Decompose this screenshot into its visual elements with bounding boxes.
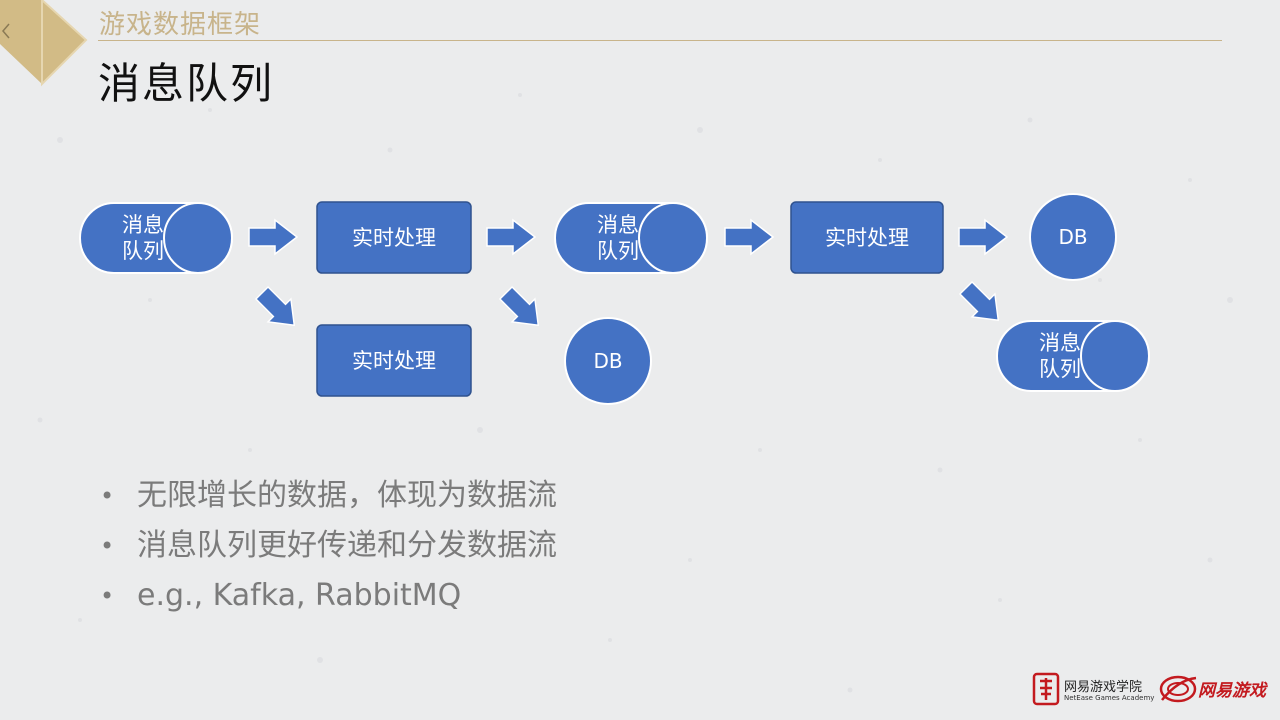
realtime-process-label-3: 实时处理 xyxy=(825,225,909,250)
realtime-process-label-1: 实时处理 xyxy=(352,225,436,250)
db-label-1: DB xyxy=(1058,225,1088,249)
message-queue-label-3: 消息 队列 xyxy=(1039,331,1081,381)
realtime-process-label-2: 实时处理 xyxy=(352,348,436,373)
db-label-2: DB xyxy=(593,349,623,373)
footer-logos: 网易游戏学院 NetEase Games Academy 网易游戏 xyxy=(1030,670,1270,710)
realtime-process-node-1 xyxy=(316,201,472,274)
db-node-1 xyxy=(1029,193,1117,281)
arrow-right-icon xyxy=(486,219,536,255)
arrow-down-right-icon xyxy=(249,280,307,338)
message-queue-label-2: 消息 队列 xyxy=(597,213,639,263)
message-queue-node-1 xyxy=(79,202,233,274)
header-divider xyxy=(98,40,1222,41)
bullet-item: e.g., Kafka, RabbitMQ xyxy=(100,574,557,624)
arrow-down-right-icon xyxy=(493,280,551,338)
academy-seal-icon xyxy=(1032,672,1060,706)
brand-name-cn: 网易游戏 xyxy=(1198,681,1266,701)
message-queue-label-1: 消息 队列 xyxy=(122,213,164,263)
realtime-process-node-3 xyxy=(790,201,944,274)
db-node-2 xyxy=(564,317,652,405)
bullet-item: 消息队列更好传递和分发数据流 xyxy=(100,524,557,574)
message-queue-node-3 xyxy=(996,320,1150,392)
netease-games-logo-icon xyxy=(1159,675,1197,703)
arrow-down-right-icon xyxy=(953,275,1011,333)
arrow-right-icon xyxy=(958,219,1008,255)
academy-name-en: NetEase Games Academy xyxy=(1064,694,1155,702)
section-title: 游戏数据框架 xyxy=(99,10,262,40)
page-title: 消息队列 xyxy=(98,59,275,108)
arrow-right-icon xyxy=(724,219,774,255)
bullet-item: 无限增长的数据，体现为数据流 xyxy=(100,474,557,524)
message-queue-node-2 xyxy=(554,202,708,274)
realtime-process-node-2 xyxy=(316,324,472,397)
academy-name-cn: 网易游戏学院 xyxy=(1064,680,1143,695)
bullet-list: 无限增长的数据，体现为数据流 消息队列更好传递和分发数据流 e.g., Kafk… xyxy=(100,474,557,624)
chevron-left-icon xyxy=(2,23,10,39)
corner-diamond-decoration xyxy=(0,0,88,87)
arrow-right-icon xyxy=(248,219,298,255)
